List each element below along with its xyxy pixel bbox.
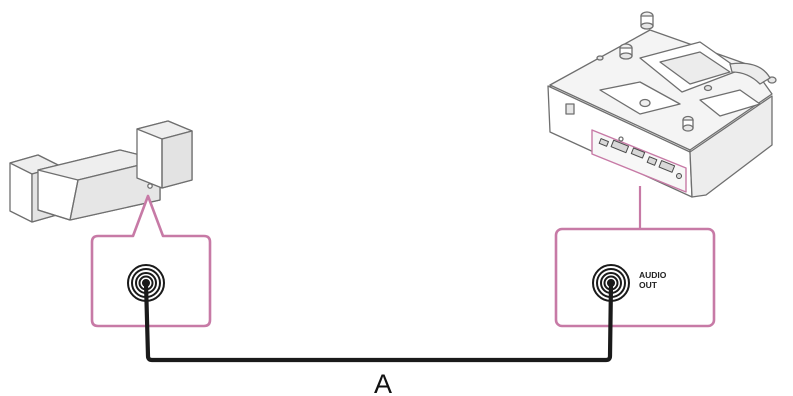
projector-icon [547,11,777,198]
projector-callout [554,227,716,328]
audio-system-callout [90,194,212,328]
audio-system-icon [9,120,193,223]
cable-label: A [374,369,392,396]
audio-out-label-line2: OUT [639,280,658,290]
audio-out-label: AUDIO [639,270,667,280]
audio-cable [143,280,614,363]
